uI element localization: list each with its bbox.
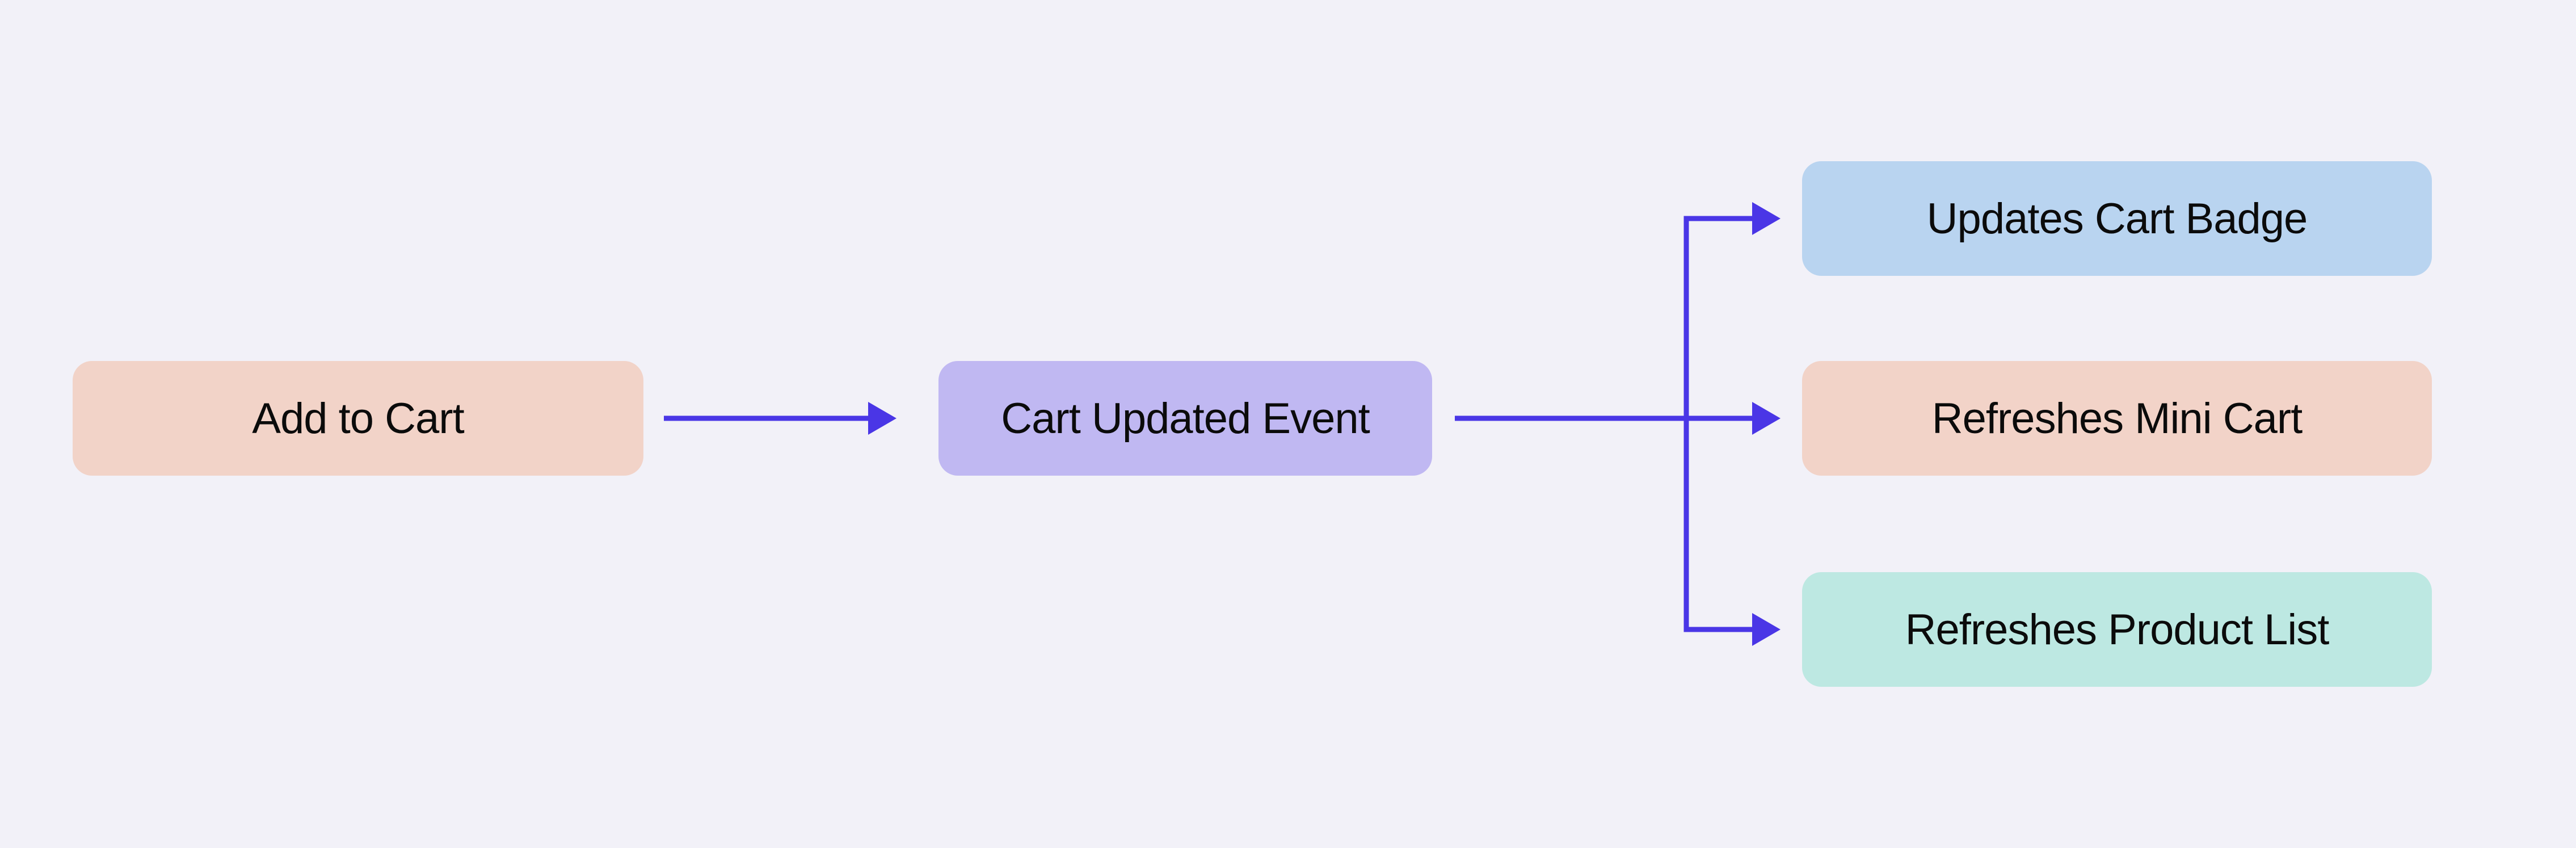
node-refreshes-product-list: Refreshes Product List (1802, 572, 2432, 687)
edge-add-to-cart-to-cart-updated-event (664, 402, 896, 435)
edge-cart-updated-event-to-refreshes-mini-cart (1455, 402, 1781, 435)
edge-cart-updated-event-to-updates-cart-badge (1683, 202, 1781, 418)
node-cart-updated-event: Cart Updated Event (938, 361, 1432, 476)
node-refreshes-product-list-label: Refreshes Product List (1905, 605, 2330, 654)
node-cart-updated-event-label: Cart Updated Event (1001, 394, 1370, 443)
node-add-to-cart-label: Add to Cart (252, 394, 464, 443)
node-updates-cart-badge: Updates Cart Badge (1802, 161, 2432, 276)
node-add-to-cart: Add to Cart (73, 361, 643, 476)
node-refreshes-mini-cart: Refreshes Mini Cart (1802, 361, 2432, 476)
edge-cart-updated-event-to-refreshes-product-list (1683, 418, 1781, 646)
node-refreshes-mini-cart-label: Refreshes Mini Cart (1931, 394, 2303, 443)
node-updates-cart-badge-label: Updates Cart Badge (1926, 194, 2308, 243)
